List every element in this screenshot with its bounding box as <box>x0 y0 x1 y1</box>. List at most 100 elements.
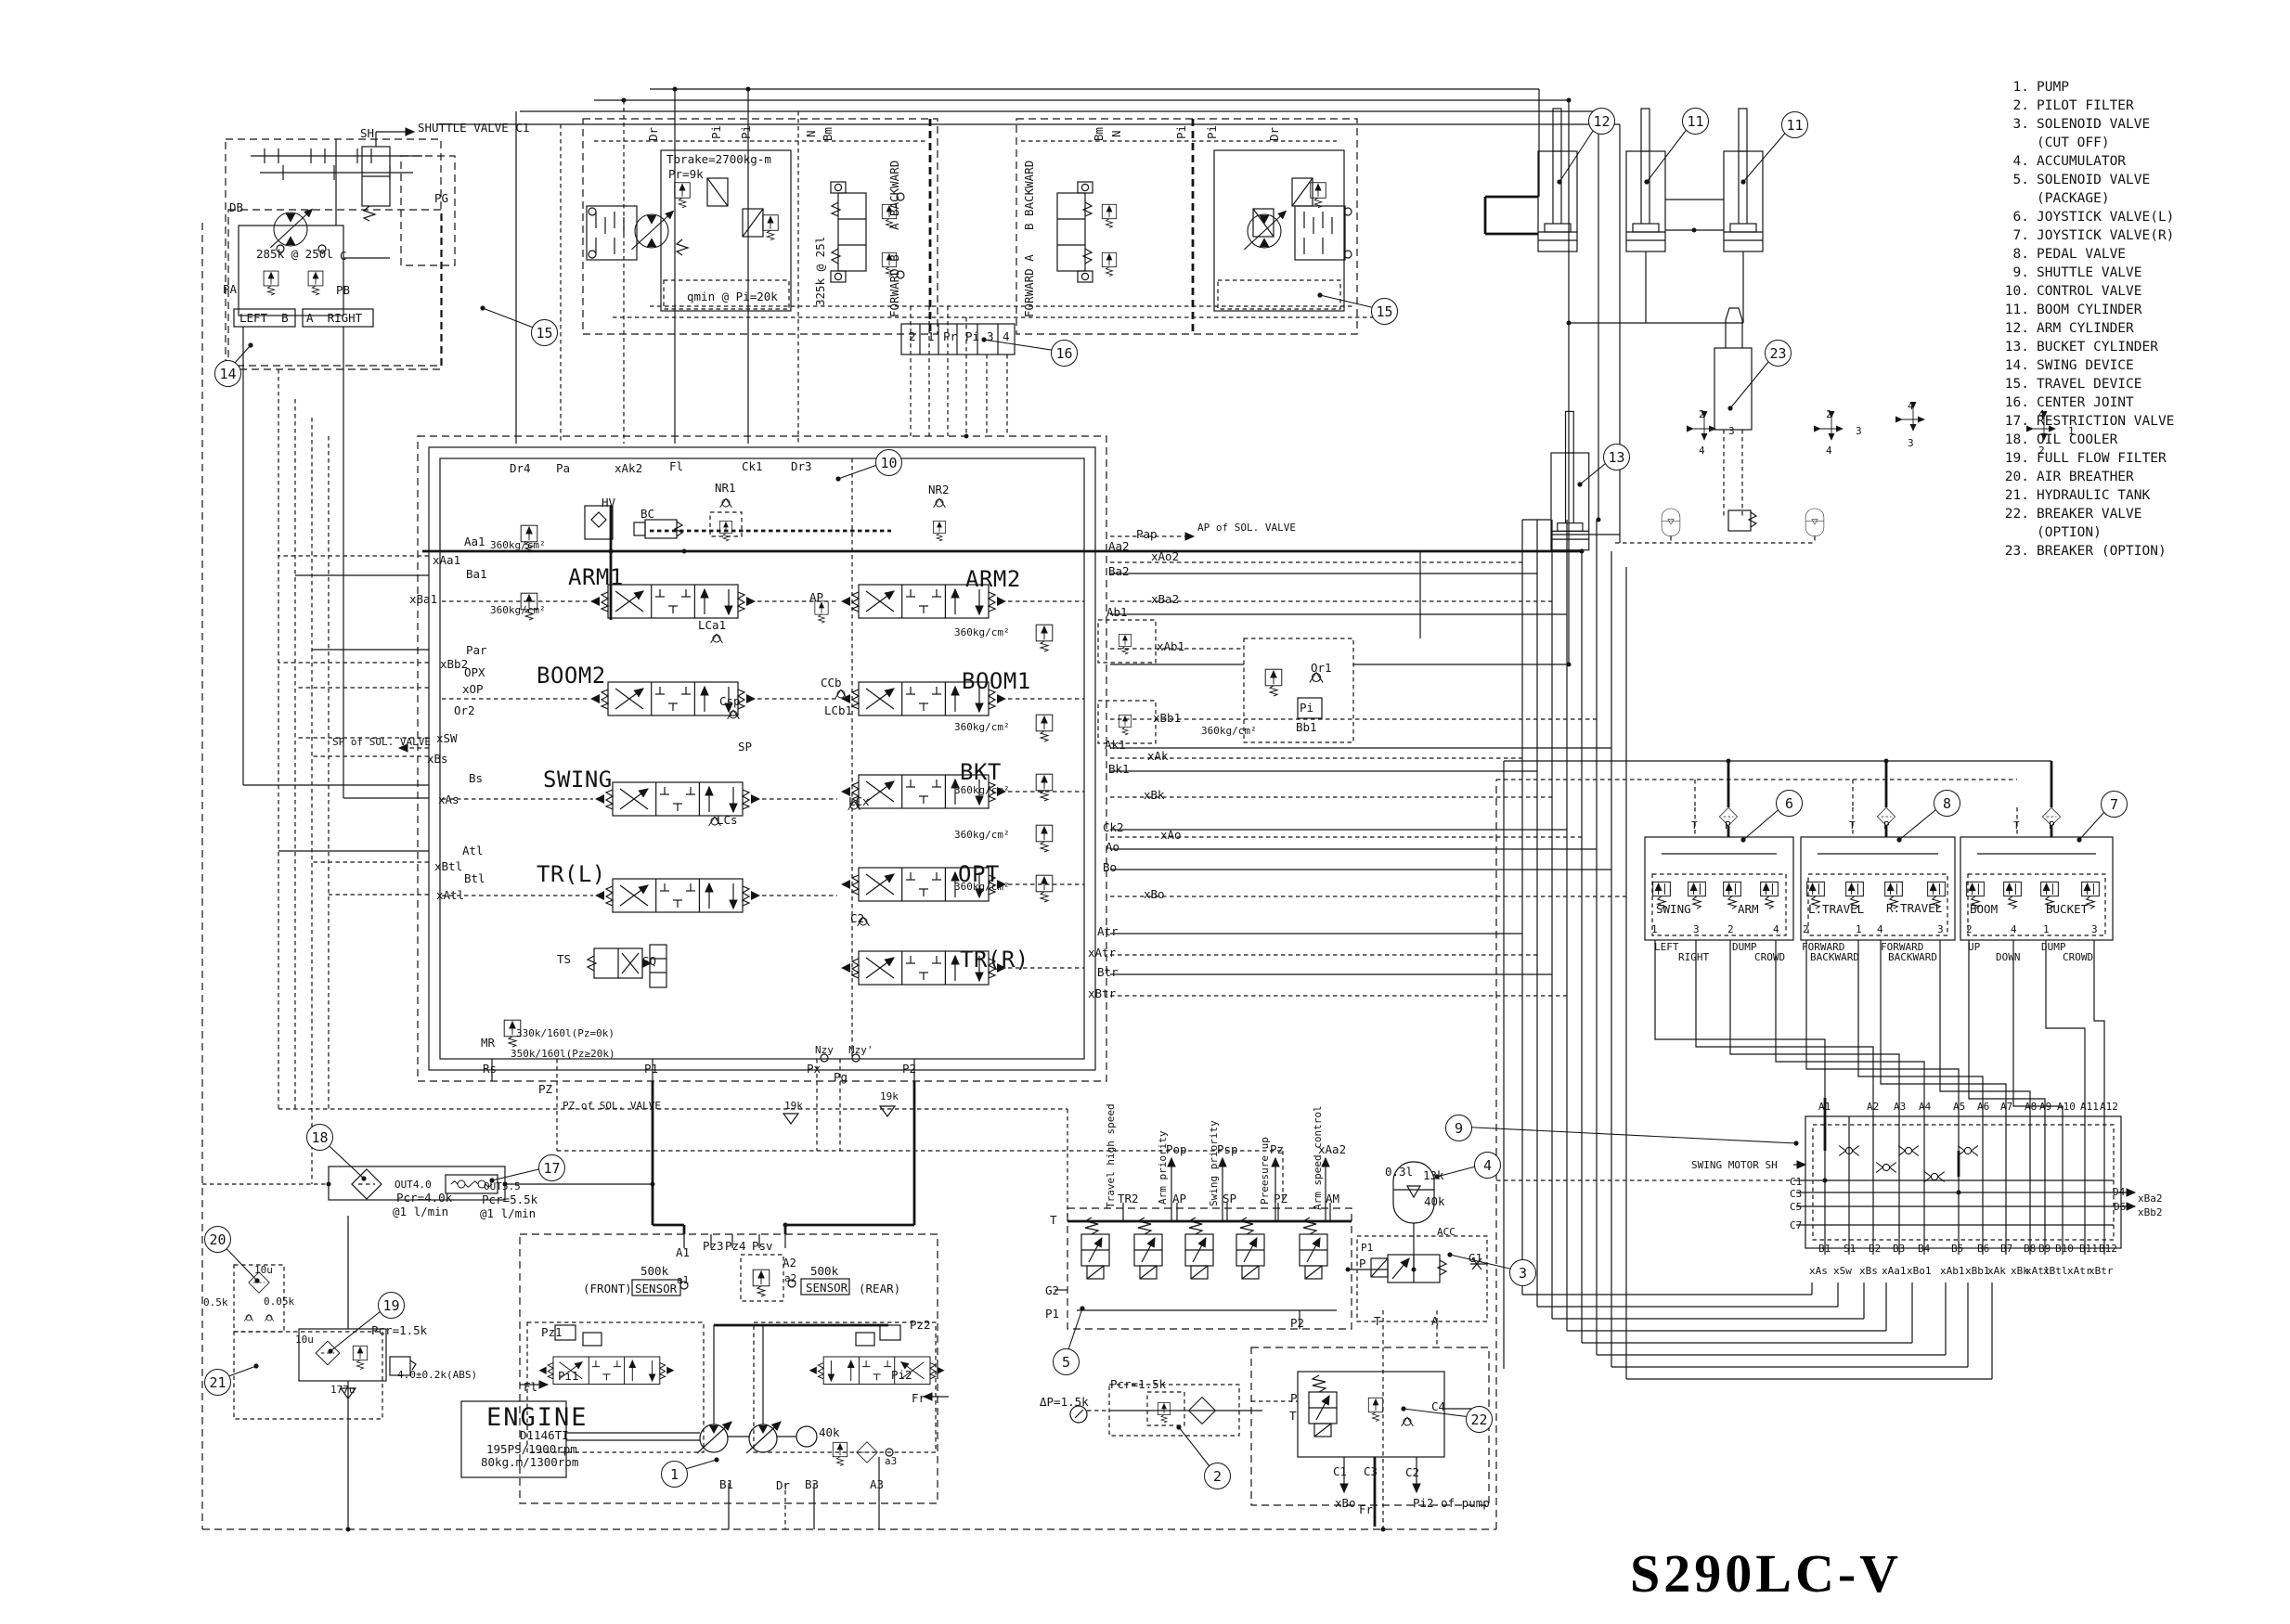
diagram-label: Ba1 <box>466 567 487 581</box>
diagram-label: 19k <box>880 1090 899 1102</box>
diagram-label: P1 <box>1045 1307 1060 1321</box>
diagram-label: SENSOR <box>635 1282 678 1295</box>
swing-device <box>225 127 456 799</box>
diagram-label: Bo <box>1103 860 1118 874</box>
diagram-label: Pz <box>1270 1142 1285 1156</box>
diagram-label: Px <box>807 1062 822 1076</box>
diagram-label: Rs <box>483 1062 498 1076</box>
diagram-label: 330k/160l(Pz=0k) <box>516 1027 615 1039</box>
diagram-label: xBtl <box>434 859 463 873</box>
diagram-label: Ao <box>1106 840 1120 854</box>
diagram-label: Fl <box>524 1380 538 1394</box>
diagram-label: PZ of SOL. VALVE <box>563 1100 661 1112</box>
diagram-label: Swing priority <box>1208 1120 1220 1206</box>
diagram-label: P1 <box>1361 1242 1374 1254</box>
diagram-label: D6 <box>2114 1201 2127 1213</box>
diagram-label: UP <box>1968 941 1981 953</box>
diagram-label: SWING <box>543 767 613 793</box>
diagram-label: B8 <box>2024 1243 2037 1255</box>
diagram-label: xAa2 <box>1318 1142 1347 1156</box>
diagram-label: AP of SOL. VALVE <box>1197 522 1296 534</box>
legend-item: 21.HYDRAULIC TANK <box>2004 488 2151 503</box>
diagram-label: 2 <box>2038 445 2045 457</box>
diagram-label: Pcr=1.5k <box>1110 1377 1167 1391</box>
diagram-label: P <box>1725 819 1731 831</box>
diagram-label: Pg <box>834 1070 848 1084</box>
diagram-label: xAa1 <box>433 553 461 567</box>
diagram-label: xBo <box>1335 1496 1356 1510</box>
legend-item: 23.BREAKER (OPTION) <box>2004 544 2167 559</box>
diagram-label: Dr <box>1267 126 1281 141</box>
diagram-label: A10 <box>2057 1101 2076 1113</box>
diagram-label: 177u <box>330 1384 356 1396</box>
diagram-label: Psv <box>752 1239 773 1253</box>
tank-group <box>233 1216 417 1529</box>
diagram-label: D4 <box>2113 1186 2126 1198</box>
diagram-label: BOOM <box>1970 902 1999 916</box>
diagram-label: LCa1 <box>698 618 727 632</box>
diagram-label: C3 <box>1790 1188 1803 1200</box>
legend-item: 3.SOLENOID VALVE <box>2012 117 2151 132</box>
diagram-label: Fr <box>912 1391 926 1405</box>
diagram-label: xAtr <box>1088 946 1117 960</box>
diagram-label: ENGINE <box>486 1403 589 1432</box>
diagram-label: xAtl <box>436 888 465 902</box>
legend-item-cont: (CUT OFF) <box>2037 135 2110 150</box>
diagram-label: TR(R) <box>960 947 1029 973</box>
diagram-label: xBs <box>1859 1265 1878 1277</box>
diagram-label: 2 <box>1727 923 1734 935</box>
callout-14: 14 <box>214 360 241 387</box>
diagram-label: 0.3l <box>1385 1165 1414 1179</box>
diagram-label: N <box>804 130 818 137</box>
diagram-label: AP <box>809 590 824 604</box>
legend-item: 15.TRAVEL DEVICE <box>2004 377 2142 392</box>
diagram-label: Pz3 <box>703 1239 724 1253</box>
diagram-label: xAa1 <box>1882 1265 1907 1277</box>
diagram-label: a2 <box>784 1272 797 1284</box>
diagram-label: 10u <box>295 1334 314 1346</box>
callout-9: 9 <box>1445 1115 1472 1141</box>
diagram-label: AM <box>1326 1192 1340 1205</box>
legend-item: 5.SOLENOID VALVE <box>2012 173 2151 187</box>
diagram-label: SH <box>360 126 375 140</box>
main-bus-lines <box>436 86 1621 664</box>
legend-item: 9.SHUTTLE VALVE <box>2012 265 2142 280</box>
diagram-label: Pap <box>1136 527 1158 541</box>
diagram-label: Pz2 <box>910 1318 931 1332</box>
main-pump <box>460 1081 1284 1529</box>
diagram-label: DUMP <box>1732 941 1757 953</box>
legend-item: 6.JOYSTICK VALVE(L) <box>2012 210 2175 225</box>
callout-3: 3 <box>1509 1259 1536 1286</box>
diagram-label: T <box>1691 819 1698 831</box>
diagram-label: D1146TI <box>520 1428 569 1442</box>
diagram-label: Bk1 <box>1108 762 1130 776</box>
diagram-label: 4 <box>1003 329 1010 343</box>
diagram-label: xBa2 <box>1151 592 1180 606</box>
legend-item: 13.BUCKET CYLINDER <box>2004 340 2158 354</box>
diagram-label: P <box>1290 1391 1298 1405</box>
diagram-label: 40k <box>1424 1194 1445 1208</box>
diagram-label: LCs <box>717 813 738 827</box>
diagram-label: Pz1 <box>541 1325 563 1339</box>
diagram-label: Fr <box>1359 1502 1374 1516</box>
diagram-label: xSW <box>436 731 458 745</box>
callout-22: 22 <box>1466 1406 1493 1433</box>
diagram-label: 2 <box>909 329 916 343</box>
diagram-label: NR2 <box>928 483 950 496</box>
diagram-label: A BACKWARD <box>887 160 901 230</box>
diagram-label: Pi2 <box>891 1368 912 1382</box>
diagram-label: xAo2 <box>1151 549 1180 563</box>
diagram-label: Pop <box>1166 1142 1187 1156</box>
diagram-label: Aa1 <box>464 535 485 548</box>
diagram-label: P1 <box>644 1062 659 1076</box>
diagram-label: A1 <box>1818 1101 1831 1113</box>
diagram-label: B7 <box>2000 1243 2013 1255</box>
diagram-label: 195PS/1900rpm <box>486 1442 577 1456</box>
diagram-label: Pr=9k <box>668 167 704 181</box>
diagram-label: FORWARD <box>1881 941 1924 953</box>
legend-item-cont: (PACKAGE) <box>2037 191 2110 206</box>
work-line-routing-right <box>1097 520 1993 1380</box>
diagram-label: OUT4.0 <box>395 1179 432 1191</box>
diagram-label: BKT <box>960 759 1002 785</box>
diagram-label: Bb1 <box>1296 720 1317 734</box>
